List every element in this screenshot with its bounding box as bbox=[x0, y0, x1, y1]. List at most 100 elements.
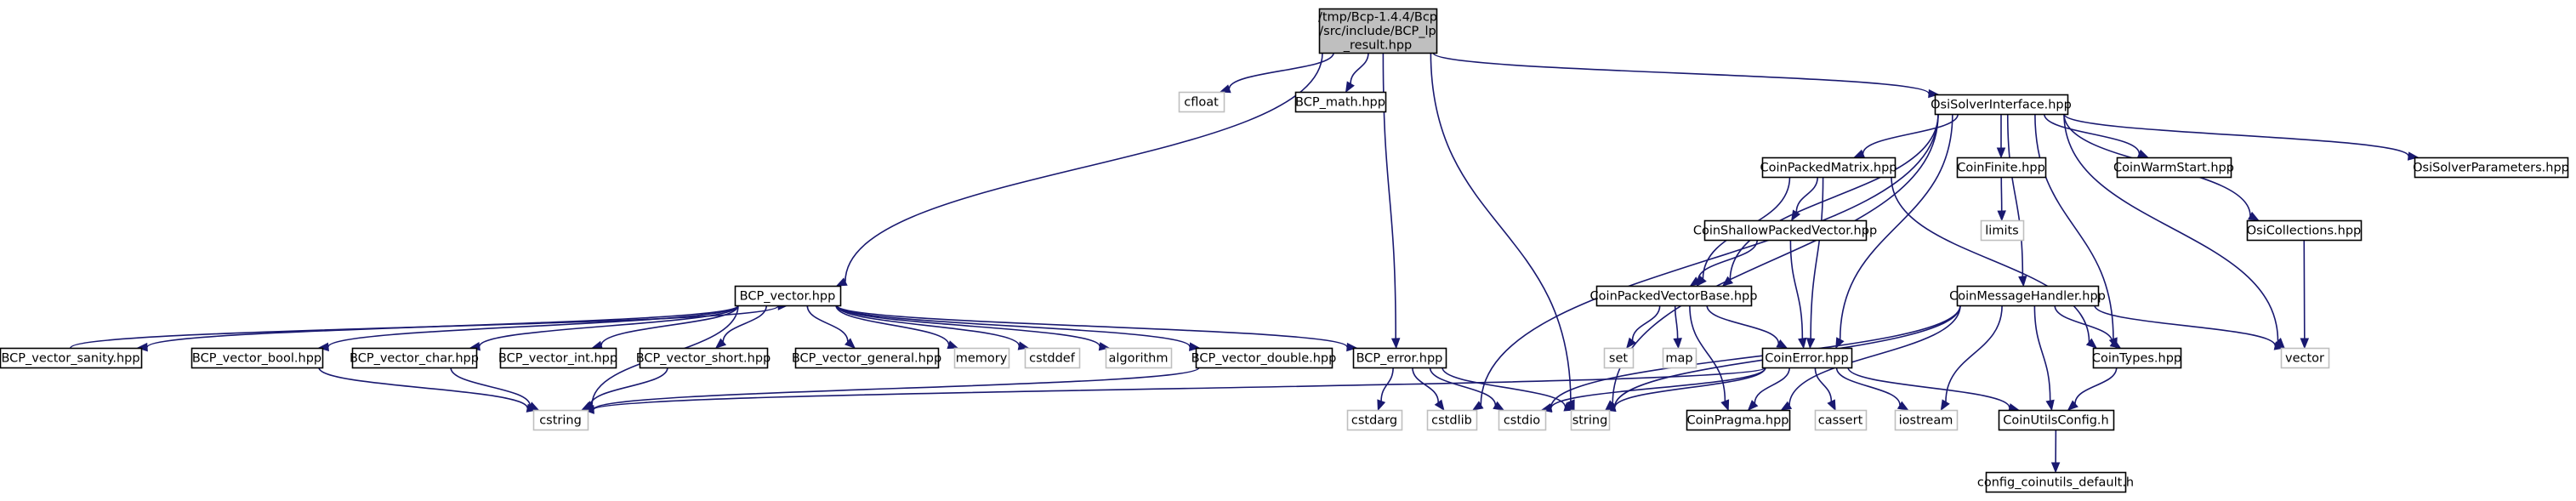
node-cstdlib: cstdlib bbox=[1426, 409, 1478, 431]
node-label: config_coinutils_default.h bbox=[1977, 476, 2134, 490]
node-sanity[interactable]: BCP_vector_sanity.hpp bbox=[0, 347, 143, 369]
edge-cmh-to-utils_config bbox=[2033, 305, 2055, 412]
node-box bbox=[1105, 347, 1173, 369]
node-vgeneral[interactable]: BCP_vector_general.hpp bbox=[792, 347, 941, 369]
node-box bbox=[0, 347, 143, 369]
edge-osi_si-to-cmh bbox=[2006, 113, 2027, 288]
node-label: map bbox=[1665, 352, 1692, 366]
node-label: cassert bbox=[1818, 414, 1863, 428]
node-box bbox=[1814, 409, 1868, 431]
edge-cmh-to-coin_types bbox=[2054, 305, 2122, 349]
edge-cpvb-to-map bbox=[1673, 305, 1682, 350]
node-cpm[interactable]: CoinPackedMatrix.hpp bbox=[1760, 157, 1897, 179]
node-bcp-math[interactable]: BCP_math.hpp bbox=[1294, 91, 1387, 113]
node-vint[interactable]: BCP_vector_int.hpp bbox=[498, 347, 617, 369]
edge-finite-to-limits bbox=[1997, 176, 2006, 222]
node-osi-params[interactable]: OsiSolverParameters.hpp bbox=[2413, 157, 2569, 179]
node-label: BCP_math.hpp bbox=[1295, 96, 1385, 110]
node-box bbox=[639, 347, 769, 369]
node-vbool[interactable]: BCP_vector_bool.hpp bbox=[190, 347, 324, 369]
node-warm[interactable]: CoinWarmStart.hpp bbox=[2113, 157, 2234, 179]
node-box bbox=[2414, 157, 2569, 179]
node-vshort[interactable]: BCP_vector_short.hpp bbox=[636, 347, 771, 369]
node-config-default[interactable]: config_coinutils_default.h bbox=[1977, 471, 2134, 493]
edge-root-to-string bbox=[1430, 52, 1575, 412]
node-iostream: iostream bbox=[1894, 409, 1959, 431]
node-root[interactable]: /tmp/Bcp-1.4.4/Bcp/src/include/BCP_lp_re… bbox=[1318, 8, 1438, 54]
node-box bbox=[2116, 157, 2232, 179]
node-label: /src/include/BCP_lp bbox=[1319, 25, 1436, 38]
node-finite[interactable]: CoinFinite.hpp bbox=[1956, 157, 2047, 179]
edge-bcp_error-to-cstdio bbox=[1429, 367, 1505, 411]
node-box bbox=[2280, 347, 2330, 369]
node-label: vector bbox=[2285, 352, 2324, 366]
node-box bbox=[734, 285, 842, 307]
node-label: limits bbox=[1985, 225, 2018, 238]
node-vchar[interactable]: BCP_vector_char.hpp bbox=[350, 347, 479, 369]
node-vdouble[interactable]: BCP_vector_double.hpp bbox=[1191, 347, 1337, 369]
edge-bcp_error-to-string bbox=[1442, 367, 1576, 412]
node-label: CoinWarmStart.hpp bbox=[2113, 162, 2234, 175]
edge-cpm-to-cspv bbox=[1791, 176, 1819, 222]
edge-coin_types-to-utils_config bbox=[2067, 367, 2118, 411]
edge-coin_error-to-cassert bbox=[1814, 367, 1836, 412]
node-box bbox=[1686, 409, 1791, 431]
edge-cpvb-to-set bbox=[1625, 305, 1661, 350]
node-box bbox=[1318, 8, 1438, 54]
node-osi-si[interactable]: OsiSolverInterface.hpp bbox=[1931, 94, 2072, 116]
node-label: CoinPragma.hpp bbox=[1687, 414, 1789, 428]
node-label: BCP_vector_char.hpp bbox=[350, 352, 479, 366]
node-label: cstdio bbox=[1504, 414, 1540, 428]
node-box bbox=[1998, 409, 2115, 431]
node-bcp-error[interactable]: BCP_error.hpp bbox=[1352, 347, 1447, 369]
node-bcp-vector[interactable]: BCP_vector.hpp bbox=[734, 285, 842, 307]
node-box bbox=[953, 347, 1010, 369]
edge-root-to-osi_si bbox=[1432, 52, 1940, 99]
edge-cmh-to-vector bbox=[2094, 305, 2286, 350]
node-pragma[interactable]: CoinPragma.hpp bbox=[1686, 409, 1791, 431]
node-box bbox=[1662, 347, 1697, 369]
node-label: BCP_error.hpp bbox=[1356, 352, 1443, 366]
node-box bbox=[1703, 219, 1868, 242]
node-box bbox=[1934, 94, 2069, 116]
node-coin-error[interactable]: CoinError.hpp bbox=[1761, 347, 1853, 369]
node-box bbox=[532, 409, 589, 431]
node-label: BCP_vector_sanity.hpp bbox=[1, 352, 139, 366]
node-cmh[interactable]: CoinMessageHandler.hpp bbox=[1949, 285, 2106, 307]
node-box bbox=[1195, 347, 1333, 369]
edge-bcp_error-to-cstdarg bbox=[1377, 367, 1394, 412]
node-cspv[interactable]: CoinShallowPackedVector.hpp bbox=[1693, 219, 1877, 242]
node-box bbox=[351, 347, 478, 369]
node-label: CoinShallowPackedVector.hpp bbox=[1693, 225, 1877, 238]
node-box bbox=[1352, 347, 1447, 369]
node-box bbox=[1595, 285, 1753, 307]
node-cpvb[interactable]: CoinPackedVectorBase.hpp bbox=[1590, 285, 1758, 307]
node-box bbox=[1761, 157, 1896, 179]
edge-utils_config-to-config_default bbox=[2050, 429, 2061, 474]
node-osi-coll[interactable]: OsiCollections.hpp bbox=[2246, 219, 2363, 242]
node-box bbox=[1024, 347, 1081, 369]
edge-root-to-bcp_math bbox=[1345, 52, 1369, 94]
node-box bbox=[1985, 471, 2127, 493]
node-label: BCP_vector_general.hpp bbox=[792, 352, 941, 366]
node-label: CoinPackedMatrix.hpp bbox=[1760, 162, 1896, 175]
edge-osi_coll-to-vector bbox=[2300, 239, 2310, 350]
edge-bcp_vector-to-cstddef bbox=[836, 305, 1030, 350]
node-box bbox=[1980, 219, 2025, 242]
node-box bbox=[1346, 409, 1403, 431]
node-coin-types[interactable]: CoinTypes.hpp bbox=[2092, 347, 2182, 369]
node-box bbox=[1498, 409, 1547, 431]
node-label: CoinError.hpp bbox=[1765, 352, 1848, 366]
node-label: BCP_vector_int.hpp bbox=[498, 352, 617, 366]
edge-bcp_vector-to-vshort bbox=[714, 305, 768, 349]
edge-cspv-to-cpvb bbox=[1689, 239, 1759, 287]
node-label: iostream bbox=[1899, 414, 1953, 428]
node-utils-config[interactable]: CoinUtilsConfig.h bbox=[1998, 409, 2115, 431]
edge-root-to-cfloat bbox=[1219, 52, 1334, 94]
edge-cmh-to-iostream bbox=[1940, 305, 2003, 412]
node-label: CoinUtilsConfig.h bbox=[2003, 414, 2108, 428]
edge-cpvb-to-pragma bbox=[1689, 305, 1730, 412]
node-string: string bbox=[1570, 409, 1611, 431]
edge-bcp_vector-to-bcp_error bbox=[836, 305, 1358, 352]
node-cstddef: cstddef bbox=[1024, 347, 1081, 369]
